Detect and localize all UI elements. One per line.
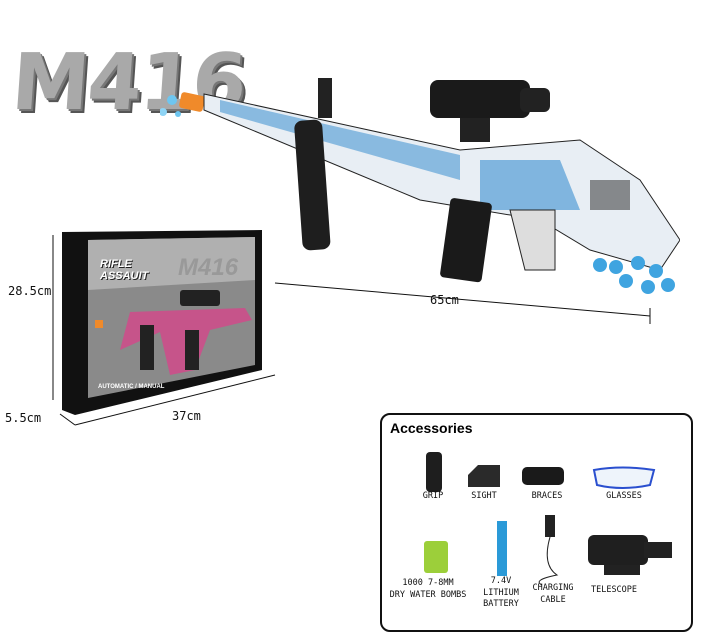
- box-width-label: 37cm: [172, 409, 201, 423]
- gun-length-label: 65cm: [430, 293, 459, 307]
- box-brand-line1: RIFLE: [100, 258, 132, 270]
- glasses-icon: [592, 466, 656, 489]
- gun-image: [160, 78, 680, 283]
- accessories-panel: Accessories GRIP SIGHT BRACES GLASSES 10…: [380, 413, 693, 632]
- braces-icon: [522, 467, 564, 485]
- accessory-glasses: GLASSES: [606, 491, 642, 501]
- water-beads-icon: [593, 256, 675, 294]
- product-box: [52, 230, 276, 426]
- box-height-label: 28.5cm: [8, 284, 52, 298]
- grip-icon: [426, 452, 442, 492]
- accessory-braces: BRACES: [531, 491, 563, 501]
- sight-icon: [468, 465, 500, 487]
- box-title: M416: [178, 254, 239, 281]
- accessories-title: Accessories: [390, 420, 473, 436]
- accessory-telescope: TELESCOPE: [590, 585, 638, 595]
- telescope-icon: [588, 535, 672, 575]
- water-splash-icon: [160, 95, 181, 117]
- accessory-images: [424, 452, 672, 586]
- box-brand-line2: ASSAUIT: [100, 270, 149, 282]
- charging-cable-icon: [538, 515, 559, 586]
- water-bombs-icon: [424, 541, 448, 573]
- box-depth-label: 5.5cm: [5, 411, 42, 425]
- box-mode-text: AUTOMATIC / MANUAL: [98, 384, 165, 390]
- accessory-sight: SIGHT: [471, 491, 497, 501]
- battery-icon: [497, 521, 507, 576]
- gun-length-line: [274, 282, 651, 324]
- accessory-grip: GRIP: [422, 491, 444, 501]
